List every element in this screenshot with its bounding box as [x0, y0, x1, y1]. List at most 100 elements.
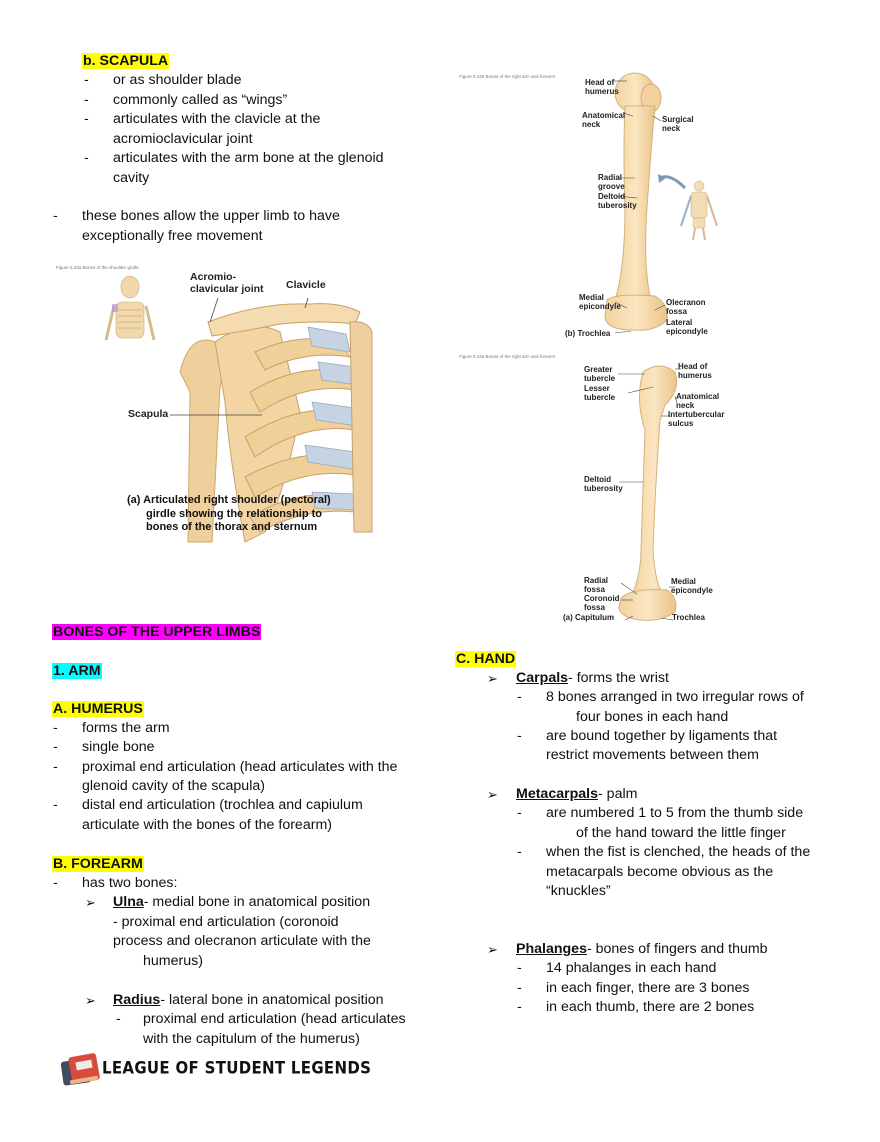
label-radial-groove-cont: groove: [598, 182, 625, 191]
label-medial-epicondyle-cont: epicondyle: [579, 302, 621, 311]
label-greater-tubercle: Greater: [584, 365, 613, 374]
label-anatomical-neck: Anatomical: [582, 111, 626, 120]
metacarpals-bullet: are numbered 1 to 5 from the thumb side: [546, 805, 804, 821]
label-olecranon-fossa: Olecranon: [666, 298, 706, 307]
metacarpals-item: Metacarpals- palm: [516, 785, 637, 804]
carpals-bullet-cont: four bones in each hand: [576, 709, 729, 725]
scapula-bullet: commonly called as “wings”: [113, 92, 288, 108]
label-medial-epicondyle: Medial: [579, 293, 604, 302]
phalanges-bullet: in each finger, there are 3 bones: [546, 980, 750, 996]
ulna-desc: - medial bone in anatomical position: [143, 894, 371, 910]
radius-desc: - lateral bone in anatomical position: [160, 992, 384, 1008]
label-medial-epicondyle-cont: epicondyle: [671, 586, 713, 595]
carpals-bullet-cont: restrict movements between them: [546, 747, 759, 763]
label-scapula: Scapula: [128, 408, 169, 420]
scapula-bullet-cont: cavity: [113, 170, 150, 186]
label-lateral-epicondyle: Lateral: [666, 318, 693, 327]
radius-item: Radius- lateral bone in anatomical posit…: [113, 991, 384, 1010]
bullet-dash: -: [53, 720, 58, 736]
shoulder-girdle-figure: Figure 5.23a Bones of the shoulder girdl…: [50, 262, 430, 544]
humerus-anterior-figure: Figure 5.24a Bones of the right arm and …: [455, 350, 745, 628]
bullet-dash: -: [517, 980, 522, 996]
carpals-desc: - forms the wrist: [568, 670, 669, 686]
label-anatomical-neck-cont: neck: [582, 120, 601, 129]
label-deltoid-tuberosity: Deltoid: [598, 192, 626, 201]
label-olecranon-fossa-cont: fossa: [666, 307, 687, 316]
radius-sub-cont: with the capitulum of the humerus): [143, 1031, 360, 1047]
books-icon: [60, 1053, 100, 1086]
bullet-dash: -: [84, 150, 89, 166]
figure-small-caption: Figure 5.23a Bones of the shoulder girdl…: [56, 265, 140, 270]
metacarpals-desc: - palm: [598, 786, 638, 802]
phalanges-item: Phalanges- bones of fingers and thumb: [516, 940, 768, 959]
label-lateral-epicondyle-cont: epicondyle: [666, 327, 708, 336]
figure-caption: girdle showing the relationship to: [146, 508, 323, 520]
bullet-dash: -: [116, 1011, 121, 1027]
figure-small-caption: Figure 5.24a Bones of the right arm and …: [459, 354, 557, 359]
label-deltoid-tuberosity-cont: tuberosity: [584, 484, 623, 493]
ulna-sub-cont: humerus): [143, 953, 203, 969]
label-anatomical-neck: Anatomical: [676, 392, 720, 401]
forearm-heading: B. FOREARM: [52, 856, 144, 872]
label-deltoid-tuberosity: Deltoid: [584, 475, 612, 484]
humerus-heading: A. HUMERUS: [52, 701, 144, 717]
label-acromioclavicular: Acromio-: [190, 271, 237, 283]
bullet-dash: -: [84, 72, 89, 88]
metacarpals-bullet: when the fist is clenched, the heads of …: [546, 844, 811, 860]
ulna-item: Ulna- medial bone in anatomical position: [113, 893, 370, 912]
humerus-bullet-cont: articulate with the bones of the forearm…: [82, 817, 332, 833]
label-clavicle: Clavicle: [286, 279, 326, 291]
humerus-bullet: single bone: [82, 739, 155, 755]
label-greater-tubercle-cont: tubercle: [584, 374, 616, 383]
label-trochlea: (b) Trochlea: [565, 329, 611, 338]
bullet-dash: -: [53, 739, 58, 755]
humerus-bullet: proximal end articulation (head articula…: [82, 759, 398, 775]
humerus-posterior-figure: Figure 5.24b Bones of the right arm and …: [455, 68, 830, 340]
ulna-sub-cont: process and olecranon articulate with th…: [113, 933, 371, 949]
arrow-bullet-icon: ➢: [487, 942, 498, 957]
humerus-posterior-illustration: [604, 72, 718, 334]
carpals-term: Carpals: [516, 670, 569, 686]
label-head-of-humerus: Head of: [678, 362, 708, 371]
metacarpals-bullet-cont: metacarpals become obvious as the: [546, 864, 774, 880]
label-anatomical-neck-cont: neck: [676, 401, 695, 410]
figure-small-caption: Figure 5.24b Bones of the right arm and …: [459, 74, 557, 79]
footer-logo: LEAGUE OF STUDENT LEGENDS: [60, 1052, 371, 1088]
hand-heading: C. HAND: [455, 651, 517, 667]
arrow-bullet-icon: ➢: [487, 671, 498, 686]
humerus-bullet-cont: glenoid cavity of the scapula): [82, 778, 265, 794]
figure-caption: (a) Articulated right shoulder (pectoral…: [127, 494, 331, 506]
logo-text: LEAGUE OF STUDENT LEGENDS: [102, 1058, 372, 1078]
bullet-dash: -: [517, 689, 522, 705]
forearm-intro: has two bones:: [82, 875, 178, 891]
scapula-note-cont: exceptionally free movement: [82, 228, 263, 244]
label-surgical-neck: Surgical: [662, 115, 694, 124]
scapula-note: these bones allow the upper limb to have: [82, 208, 340, 224]
scapula-heading: b. SCAPULA: [82, 53, 170, 69]
humerus-bullet: forms the arm: [82, 720, 170, 736]
label-coronoid-fossa-cont: fossa: [584, 603, 605, 612]
metacarpals-bullet-cont: of the hand toward the little finger: [576, 825, 786, 841]
label-head-of-humerus: Head of: [585, 78, 615, 87]
bullet-dash: -: [517, 805, 522, 821]
bullet-dash: -: [84, 92, 89, 108]
label-radial-groove: Radial: [598, 173, 623, 182]
carpals-bullet: 8 bones arranged in two irregular rows o…: [546, 689, 804, 705]
label-trochlea: Trochlea: [672, 613, 705, 622]
bullet-dash: -: [517, 999, 522, 1015]
phalanges-desc: - bones of fingers and thumb: [586, 941, 768, 957]
metacarpals-bullet-cont: “knuckles”: [546, 883, 611, 899]
upper-limbs-title: BONES OF THE UPPER LIMBS: [52, 624, 262, 640]
scapula-bullet: articulates with the clavicle at the: [113, 111, 321, 127]
phalanges-bullet: in each thumb, there are 2 bones: [546, 999, 755, 1015]
bullet-dash: -: [53, 797, 58, 813]
bullet-dash: -: [53, 759, 58, 775]
metacarpals-term: Metacarpals: [516, 786, 599, 802]
arrow-bullet-icon: ➢: [487, 787, 498, 802]
scapula-bullet: or as shoulder blade: [113, 72, 242, 88]
ulna-sub: - proximal end articulation (coronoid: [113, 914, 339, 930]
label-head-of-humerus-cont: humerus: [678, 371, 712, 380]
label-lesser-tubercle-cont: tubercle: [584, 393, 616, 402]
label-capitulum: (a) Capitulum: [563, 613, 615, 622]
bullet-dash: -: [84, 111, 89, 127]
